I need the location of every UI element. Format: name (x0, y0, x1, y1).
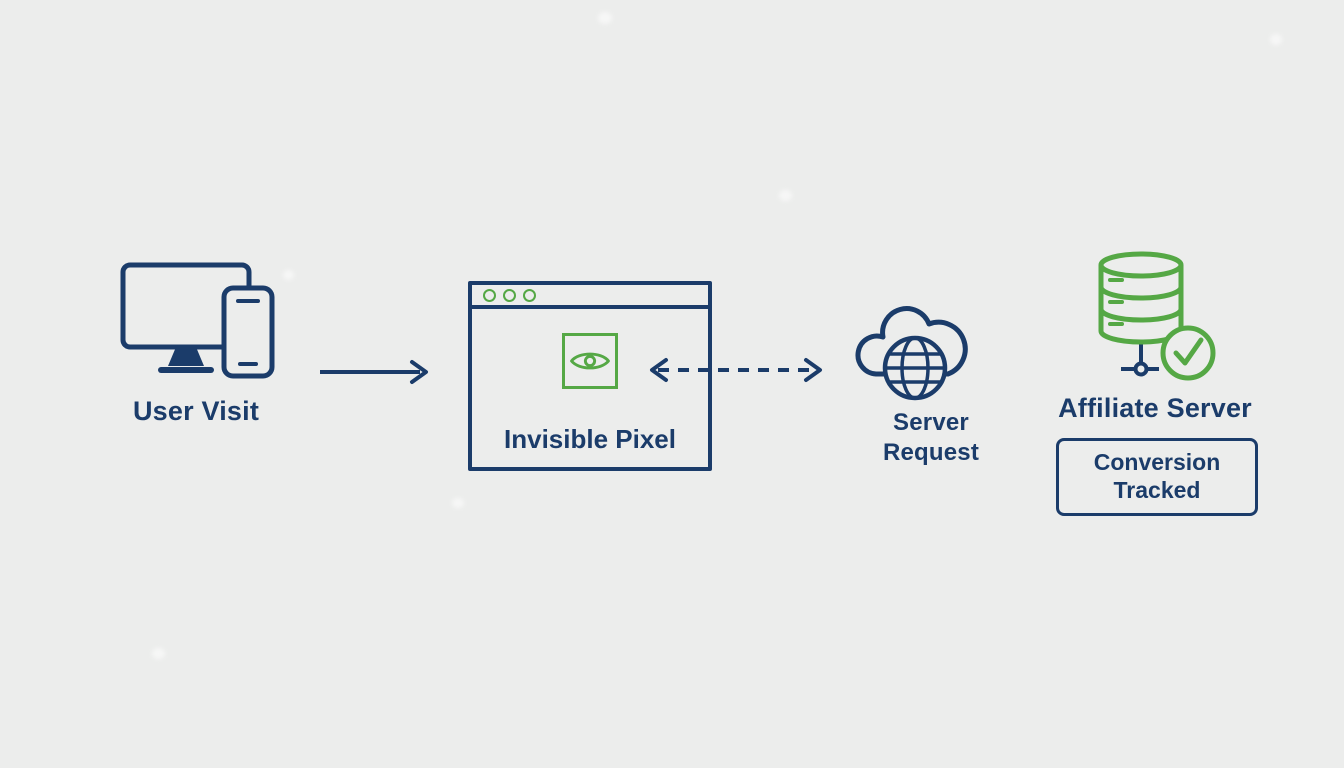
pixel-square (562, 333, 618, 389)
cloud-globe-icon (855, 306, 968, 401)
user-visit-label: User Visit (132, 396, 260, 426)
invisible-pixel-label: Invisible Pixel (504, 424, 676, 454)
conversion-tracked-badge: Conversion Tracked (1056, 438, 1258, 516)
background-speck (152, 648, 165, 659)
affiliate-server-label: Affiliate Server (1058, 393, 1252, 423)
background-speck (283, 270, 294, 280)
solid-arrow-right-icon (320, 360, 428, 384)
dashed-double-arrow-icon (650, 358, 822, 382)
background-speck (779, 190, 792, 201)
server-request-label-line2: Request (882, 439, 980, 466)
background-speck (598, 12, 612, 24)
browser-dot-icon (503, 288, 516, 302)
desktop-and-phone-icon (120, 262, 275, 379)
conversion-tracked-line2: Tracked (1113, 477, 1201, 503)
server-request-label: Server Request (850, 408, 1012, 468)
database-check-icon (1098, 251, 1216, 381)
server-request-label-line1: Server (893, 409, 969, 436)
conversion-tracked-line1: Conversion (1093, 449, 1221, 475)
browser-dot-icon (483, 288, 496, 302)
background-speck (1270, 34, 1282, 45)
browser-window: Invisible Pixel (468, 281, 712, 471)
browser-header (472, 285, 708, 309)
background-speck (452, 498, 464, 508)
eye-icon (570, 352, 610, 370)
browser-dot-icon (523, 288, 536, 302)
